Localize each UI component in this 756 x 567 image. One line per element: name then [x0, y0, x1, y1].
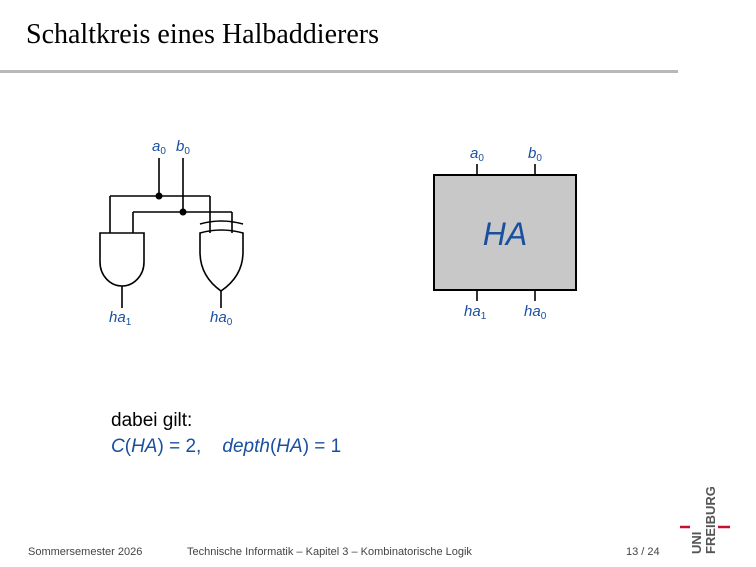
logo-line2: FREIBURG — [703, 486, 718, 554]
block-output-ha1: ha1 — [464, 303, 487, 322]
university-logo: UNI FREIBURG — [680, 486, 730, 554]
block-input-a0: a0 — [470, 145, 484, 164]
junction-b0 — [179, 208, 187, 216]
output-label-ha1: ha1 — [109, 309, 132, 328]
and-gate — [99, 232, 145, 287]
note-intro: dabei gilt: — [111, 410, 193, 431]
cost-depth-formula: C(HA) = 2, depth(HA) = 1 — [111, 436, 342, 457]
slide-title: Schaltkreis eines Halbaddierers — [26, 19, 379, 50]
input-label-a0: a0 — [152, 138, 166, 157]
footer-semester: Sommersemester 2026 — [28, 546, 143, 558]
xor-gate — [199, 229, 244, 292]
half-adder-block: HA — [433, 174, 577, 291]
junction-a0 — [155, 192, 163, 200]
block-input-b0: b0 — [528, 145, 542, 164]
footer-page: 13 / 24 — [626, 546, 660, 558]
logo-line1: UNI — [689, 532, 704, 554]
block-name: HA — [482, 216, 528, 252]
output-label-ha0: ha0 — [210, 309, 233, 328]
footer-course: Technische Informatik – Kapitel 3 – Komb… — [187, 546, 472, 558]
input-label-b0: b0 — [176, 138, 190, 157]
block-output-ha0: ha0 — [524, 303, 547, 322]
title-divider — [0, 70, 678, 73]
